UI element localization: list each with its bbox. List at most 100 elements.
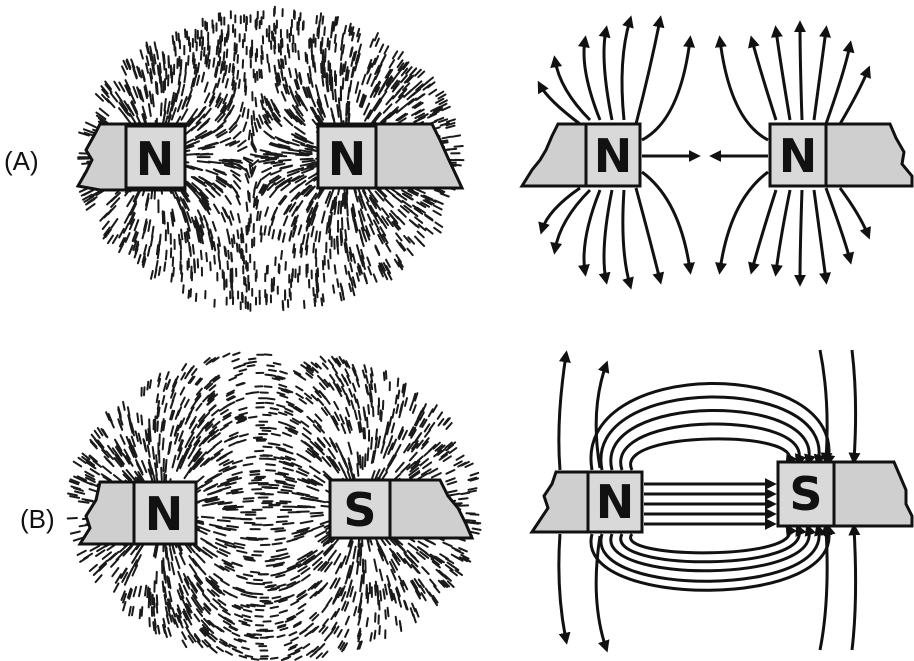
field-line (720, 40, 768, 140)
iron-filing-mark (349, 272, 351, 280)
field-line (776, 30, 790, 120)
iron-filing-mark (338, 202, 339, 214)
iron-filing-mark (357, 464, 358, 476)
field-line (623, 190, 630, 285)
iron-filing-mark (438, 412, 442, 419)
iron-filing-mark (236, 398, 243, 401)
iron-filing-mark (376, 39, 379, 46)
iron-filing-mark (329, 41, 330, 49)
iron-filing-mark (341, 66, 342, 76)
iron-filing-mark (374, 631, 375, 639)
iron-filing-mark (350, 263, 352, 271)
magnet-b-lines-left: N (532, 472, 642, 532)
iron-filing-mark (323, 294, 324, 301)
iron-filing-mark (450, 448, 457, 453)
iron-filing-mark (267, 565, 276, 566)
iron-filing-mark (270, 559, 279, 560)
iron-filing-mark (365, 428, 366, 438)
field-line (636, 20, 660, 124)
iron-filing-mark (153, 622, 154, 630)
iron-filing-mark (322, 76, 323, 86)
iron-filing-mark (263, 415, 271, 416)
iron-filing-mark (213, 222, 216, 231)
iron-filing-mark (321, 583, 327, 591)
pole-label-a-filings-right: N (328, 132, 367, 186)
iron-filing-mark (353, 384, 356, 392)
iron-filing-mark (248, 110, 249, 119)
iron-filing-mark (341, 235, 342, 245)
iron-filing-mark (271, 607, 279, 608)
iron-filing-mark (367, 74, 371, 83)
iron-filing-mark (442, 137, 451, 139)
iron-filing-mark (249, 359, 256, 360)
field-line (852, 528, 856, 650)
iron-filing-mark (307, 246, 308, 255)
iron-filing-mark (345, 266, 347, 274)
iron-filing-mark (310, 466, 320, 473)
iron-filing-mark (232, 489, 242, 491)
iron-filing-mark (340, 111, 341, 123)
iron-filing-mark (144, 245, 146, 254)
iron-filing-mark (141, 50, 143, 58)
iron-filing-mark (410, 69, 416, 75)
iron-filing-mark (153, 447, 154, 459)
iron-filing-mark (371, 438, 372, 449)
field-line (622, 20, 630, 120)
iron-filing-mark (280, 628, 287, 630)
iron-filing-mark (158, 401, 159, 409)
iron-filing-mark (280, 588, 288, 591)
iron-filing-mark (189, 291, 190, 298)
iron-filing-mark (201, 119, 210, 127)
iron-filing-mark (150, 380, 151, 388)
iron-filing-mark (283, 233, 285, 242)
iron-filing-mark (461, 493, 469, 495)
iron-filing-mark (71, 532, 80, 534)
iron-filing-mark (241, 234, 242, 242)
iron-filing-mark (79, 501, 89, 502)
iron-filing-mark (418, 232, 424, 238)
iron-filing-mark (274, 528, 284, 529)
iron-filing-mark (68, 518, 77, 519)
iron-filing-mark (296, 69, 298, 78)
iron-filing-mark (361, 593, 362, 602)
iron-filing-mark (183, 285, 184, 293)
field-line (584, 190, 600, 272)
iron-filing-mark (280, 611, 287, 613)
iron-filing-mark (404, 389, 405, 397)
iron-filing-mark (176, 557, 180, 568)
iron-filing-mark (181, 230, 182, 240)
iron-filing-mark (186, 627, 190, 634)
iron-filing-mark (359, 45, 361, 53)
iron-filing-mark (94, 569, 101, 576)
iron-filing-mark (167, 102, 169, 114)
iron-filing-mark (145, 586, 146, 596)
iron-filing-mark (261, 233, 262, 241)
iron-filing-mark (284, 118, 292, 126)
iron-filing-mark (243, 234, 244, 242)
iron-filing-mark (185, 468, 192, 478)
iron-filing-mark (132, 607, 134, 616)
iron-filing-mark (253, 127, 254, 136)
field-line (604, 190, 612, 280)
row-label-b: (B) (20, 504, 55, 534)
iron-filing-mark (271, 588, 279, 590)
iron-filing-mark (78, 551, 86, 555)
iron-filing-mark (192, 369, 197, 375)
iron-filing-mark (346, 70, 347, 80)
iron-filing-mark (233, 633, 240, 636)
iron-filing-mark (323, 363, 328, 368)
iron-filing-mark (344, 26, 346, 34)
iron-filing-mark (238, 147, 247, 151)
iron-filing-mark (385, 585, 387, 595)
iron-filing-mark (471, 532, 479, 534)
iron-filing-mark (279, 60, 280, 68)
iron-filing-mark (316, 531, 327, 537)
iron-filing-mark (142, 70, 145, 79)
iron-filing-mark (346, 617, 349, 625)
iron-filing-mark (161, 422, 162, 432)
iron-filing-mark (86, 123, 96, 128)
iron-filing-mark (388, 608, 389, 617)
iron-filing-mark (221, 580, 229, 585)
iron-filing-mark (471, 473, 479, 476)
iron-filing-mark (301, 421, 308, 426)
